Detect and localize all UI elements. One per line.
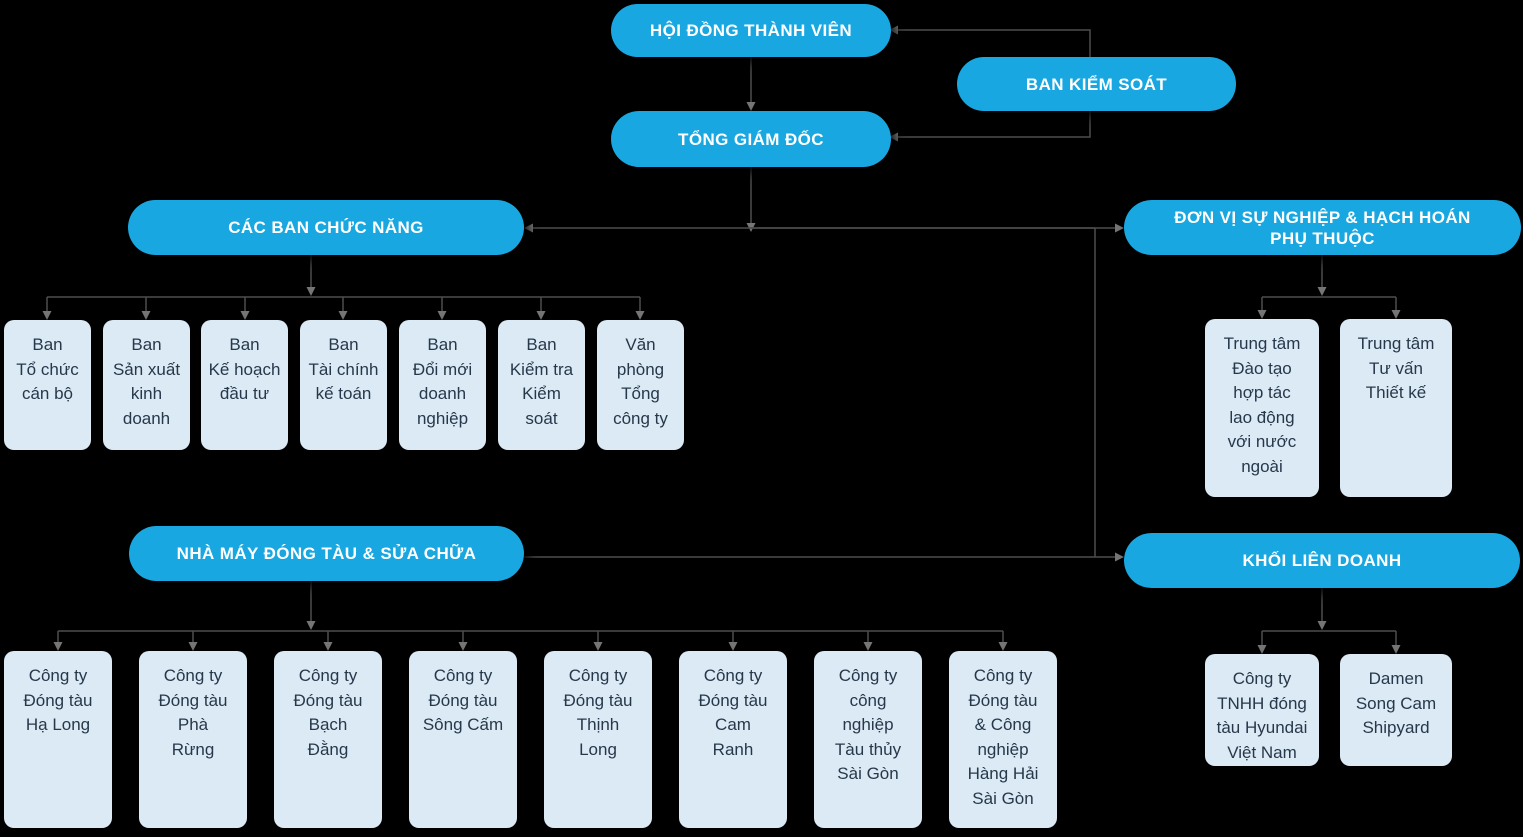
box-dong-tau-song-cam: Công ty Đóng tàu Sông Cấm [409, 651, 517, 828]
box-ban-doi-moi-doanh-nghiep: Ban Đổi mới doanh nghiệp [399, 320, 486, 450]
box-ban-tai-chinh-ke-toan: Ban Tài chính kế toán [300, 320, 387, 450]
box-dong-tau-cam-ranh: Công ty Đóng tàu Cam Ranh [679, 651, 787, 828]
box-ban-ke-hoach-dau-tu: Ban Kế hoạch đầu tư [201, 320, 288, 450]
box-ban-kiem-tra-kiem-soat: Ban Kiểm tra Kiểm soát [498, 320, 585, 450]
box-cong-nghiep-tau-thuy-sai-gon: Công ty công nghiệp Tàu thủy Sài Gòn [814, 651, 922, 828]
box-dong-tau-thinh-long: Công ty Đóng tàu Thịnh Long [544, 651, 652, 828]
box-dong-tau-ha-long: Công ty Đóng tàu Hạ Long [4, 651, 112, 828]
box-hyundai-viet-nam: Công ty TNHH đóng tàu Hyundai Việt Nam [1205, 654, 1319, 766]
box-trung-tam-tu-van-thiet-ke: Trung tâm Tư vấn Thiết kế [1340, 319, 1452, 497]
connectors-shipyards [53, 581, 1008, 651]
node-nha-may-dong-tau: NHÀ MÁY ĐÓNG TÀU & SỬA CHỮA [129, 526, 524, 581]
node-khoi-lien-doanh: KHỐI LIÊN DOANH [1124, 533, 1520, 588]
box-trung-tam-dao-tao: Trung tâm Đào tạo hợp tác lao động với n… [1205, 319, 1319, 497]
box-dong-tau-bach-dang: Công ty Đóng tàu Bạch Đằng [274, 651, 382, 828]
node-hoi-dong-thanh-vien: HỘI ĐỒNG THÀNH VIÊN [611, 4, 891, 57]
box-van-phong-tong-cong-ty: Văn phòng Tổng công ty [597, 320, 684, 450]
box-dong-tau-pha-rung: Công ty Đóng tàu Phà Rừng [139, 651, 247, 828]
box-ban-to-chuc-can-bo: Ban Tổ chức cán bộ [4, 320, 91, 450]
box-ban-san-xuat-kinh-doanh: Ban Sản xuất kinh doanh [103, 320, 190, 450]
connectors-top [524, 25, 1124, 562]
box-dong-tau-hang-hai-sai-gon: Công ty Đóng tàu & Công nghiệp Hàng Hải … [949, 651, 1057, 828]
node-cac-ban-chuc-nang: CÁC BAN CHỨC NĂNG [128, 200, 524, 255]
connectors-functional-departments [42, 255, 645, 320]
node-tong-giam-doc: TỔNG GIÁM ĐỐC [611, 111, 891, 167]
box-damen-song-cam: Damen Song Cam Shipyard [1340, 654, 1452, 766]
node-ban-kiem-soat: BAN KIỂM SOÁT [957, 57, 1236, 111]
node-don-vi-su-nghiep: ĐƠN VỊ SỰ NGHIỆP & HẠCH HOÁN PHỤ THUỘC [1124, 200, 1521, 255]
connectors-dependent-units [1257, 255, 1401, 319]
connectors-joint-ventures [1257, 588, 1401, 654]
